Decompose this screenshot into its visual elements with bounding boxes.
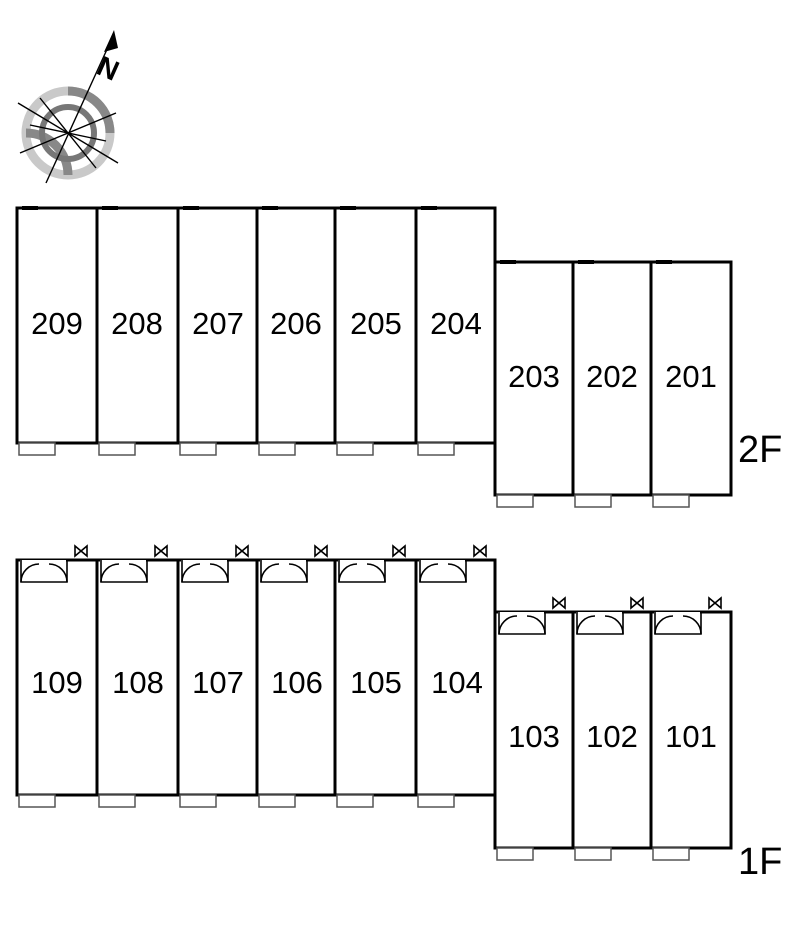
- unit-107-label: 107: [192, 665, 244, 700]
- entrance-doors-1f: [20, 544, 722, 635]
- compass-north-label: N: [93, 50, 124, 87]
- floor-1f-label: 1F: [738, 841, 782, 883]
- unit-209-label: 209: [31, 306, 83, 341]
- floor-2f-plan: 209 208 207 206 205 204 203 202 201 2F: [15, 206, 782, 508]
- unit-201-label: 201: [665, 359, 717, 394]
- unit-106-label: 106: [271, 665, 323, 700]
- unit-204-label: 204: [430, 306, 482, 341]
- floor-1f-plan: 109 108 107 106 105 104 103 102 101 1F: [15, 544, 782, 883]
- unit-105-label: 105: [350, 665, 402, 700]
- unit-206-label: 206: [270, 306, 322, 341]
- unit-108-label: 108: [112, 665, 164, 700]
- unit-205-label: 205: [350, 306, 402, 341]
- balcony-2f: [18, 442, 690, 508]
- unit-102-label: 102: [586, 719, 638, 754]
- compass-icon: N: [17, 30, 124, 184]
- unit-103-label: 103: [508, 719, 560, 754]
- unit-109-label: 109: [31, 665, 83, 700]
- unit-101-label: 101: [665, 719, 717, 754]
- unit-104-label: 104: [431, 665, 483, 700]
- unit-202-label: 202: [586, 359, 638, 394]
- unit-207-label: 207: [192, 306, 244, 341]
- balcony-1f: [18, 794, 690, 861]
- floor-2f-label: 2F: [738, 429, 782, 471]
- unit-203-label: 203: [508, 359, 560, 394]
- unit-208-label: 208: [111, 306, 163, 341]
